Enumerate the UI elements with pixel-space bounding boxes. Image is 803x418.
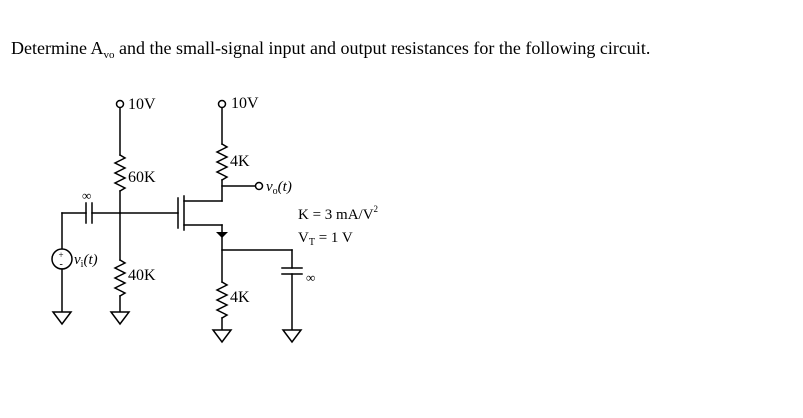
- left-supply-label: 10V: [128, 96, 156, 113]
- source-minus-sign: -: [60, 259, 63, 270]
- bias-resistor-bottom: [113, 258, 127, 298]
- bypass-capacitor-label: ∞: [306, 270, 315, 285]
- left-supply-terminal: [115, 99, 125, 109]
- output-terminal: [254, 181, 264, 191]
- k-parameter: K = 3 mA/V2: [298, 204, 378, 223]
- ground-symbol-bypass: [281, 329, 303, 344]
- input-signal-label: vi(t): [74, 252, 98, 270]
- ground-symbol-input: [51, 311, 73, 326]
- bias-resistor-top: [113, 153, 127, 193]
- input-capacitor-label: ∞: [82, 188, 91, 203]
- vt-parameter: VT = 1 V: [298, 230, 353, 248]
- ground-symbol-source: [211, 329, 233, 344]
- bias-resistor-bottom-label: 40K: [128, 267, 156, 284]
- right-supply-terminal: [217, 99, 227, 109]
- problem-statement: Determine Avo and the small-signal input…: [11, 38, 791, 66]
- ground-symbol-bias: [109, 311, 131, 326]
- problem-text-end: and the small-signal input and output re…: [114, 38, 651, 58]
- problem-text-start: Determine A: [11, 38, 104, 58]
- source-arrow: [216, 232, 228, 238]
- drain-resistor: [215, 142, 229, 182]
- right-supply-label: 10V: [231, 95, 259, 112]
- source-resistor: [215, 280, 229, 320]
- bias-resistor-top-label: 60K: [128, 169, 156, 186]
- source-resistor-label: 4K: [230, 289, 250, 306]
- gain-subscript: vo: [103, 49, 115, 61]
- drain-resistor-label: 4K: [230, 153, 250, 170]
- output-signal-label: vo(t): [266, 179, 292, 197]
- source-plus-sign: +: [59, 250, 64, 260]
